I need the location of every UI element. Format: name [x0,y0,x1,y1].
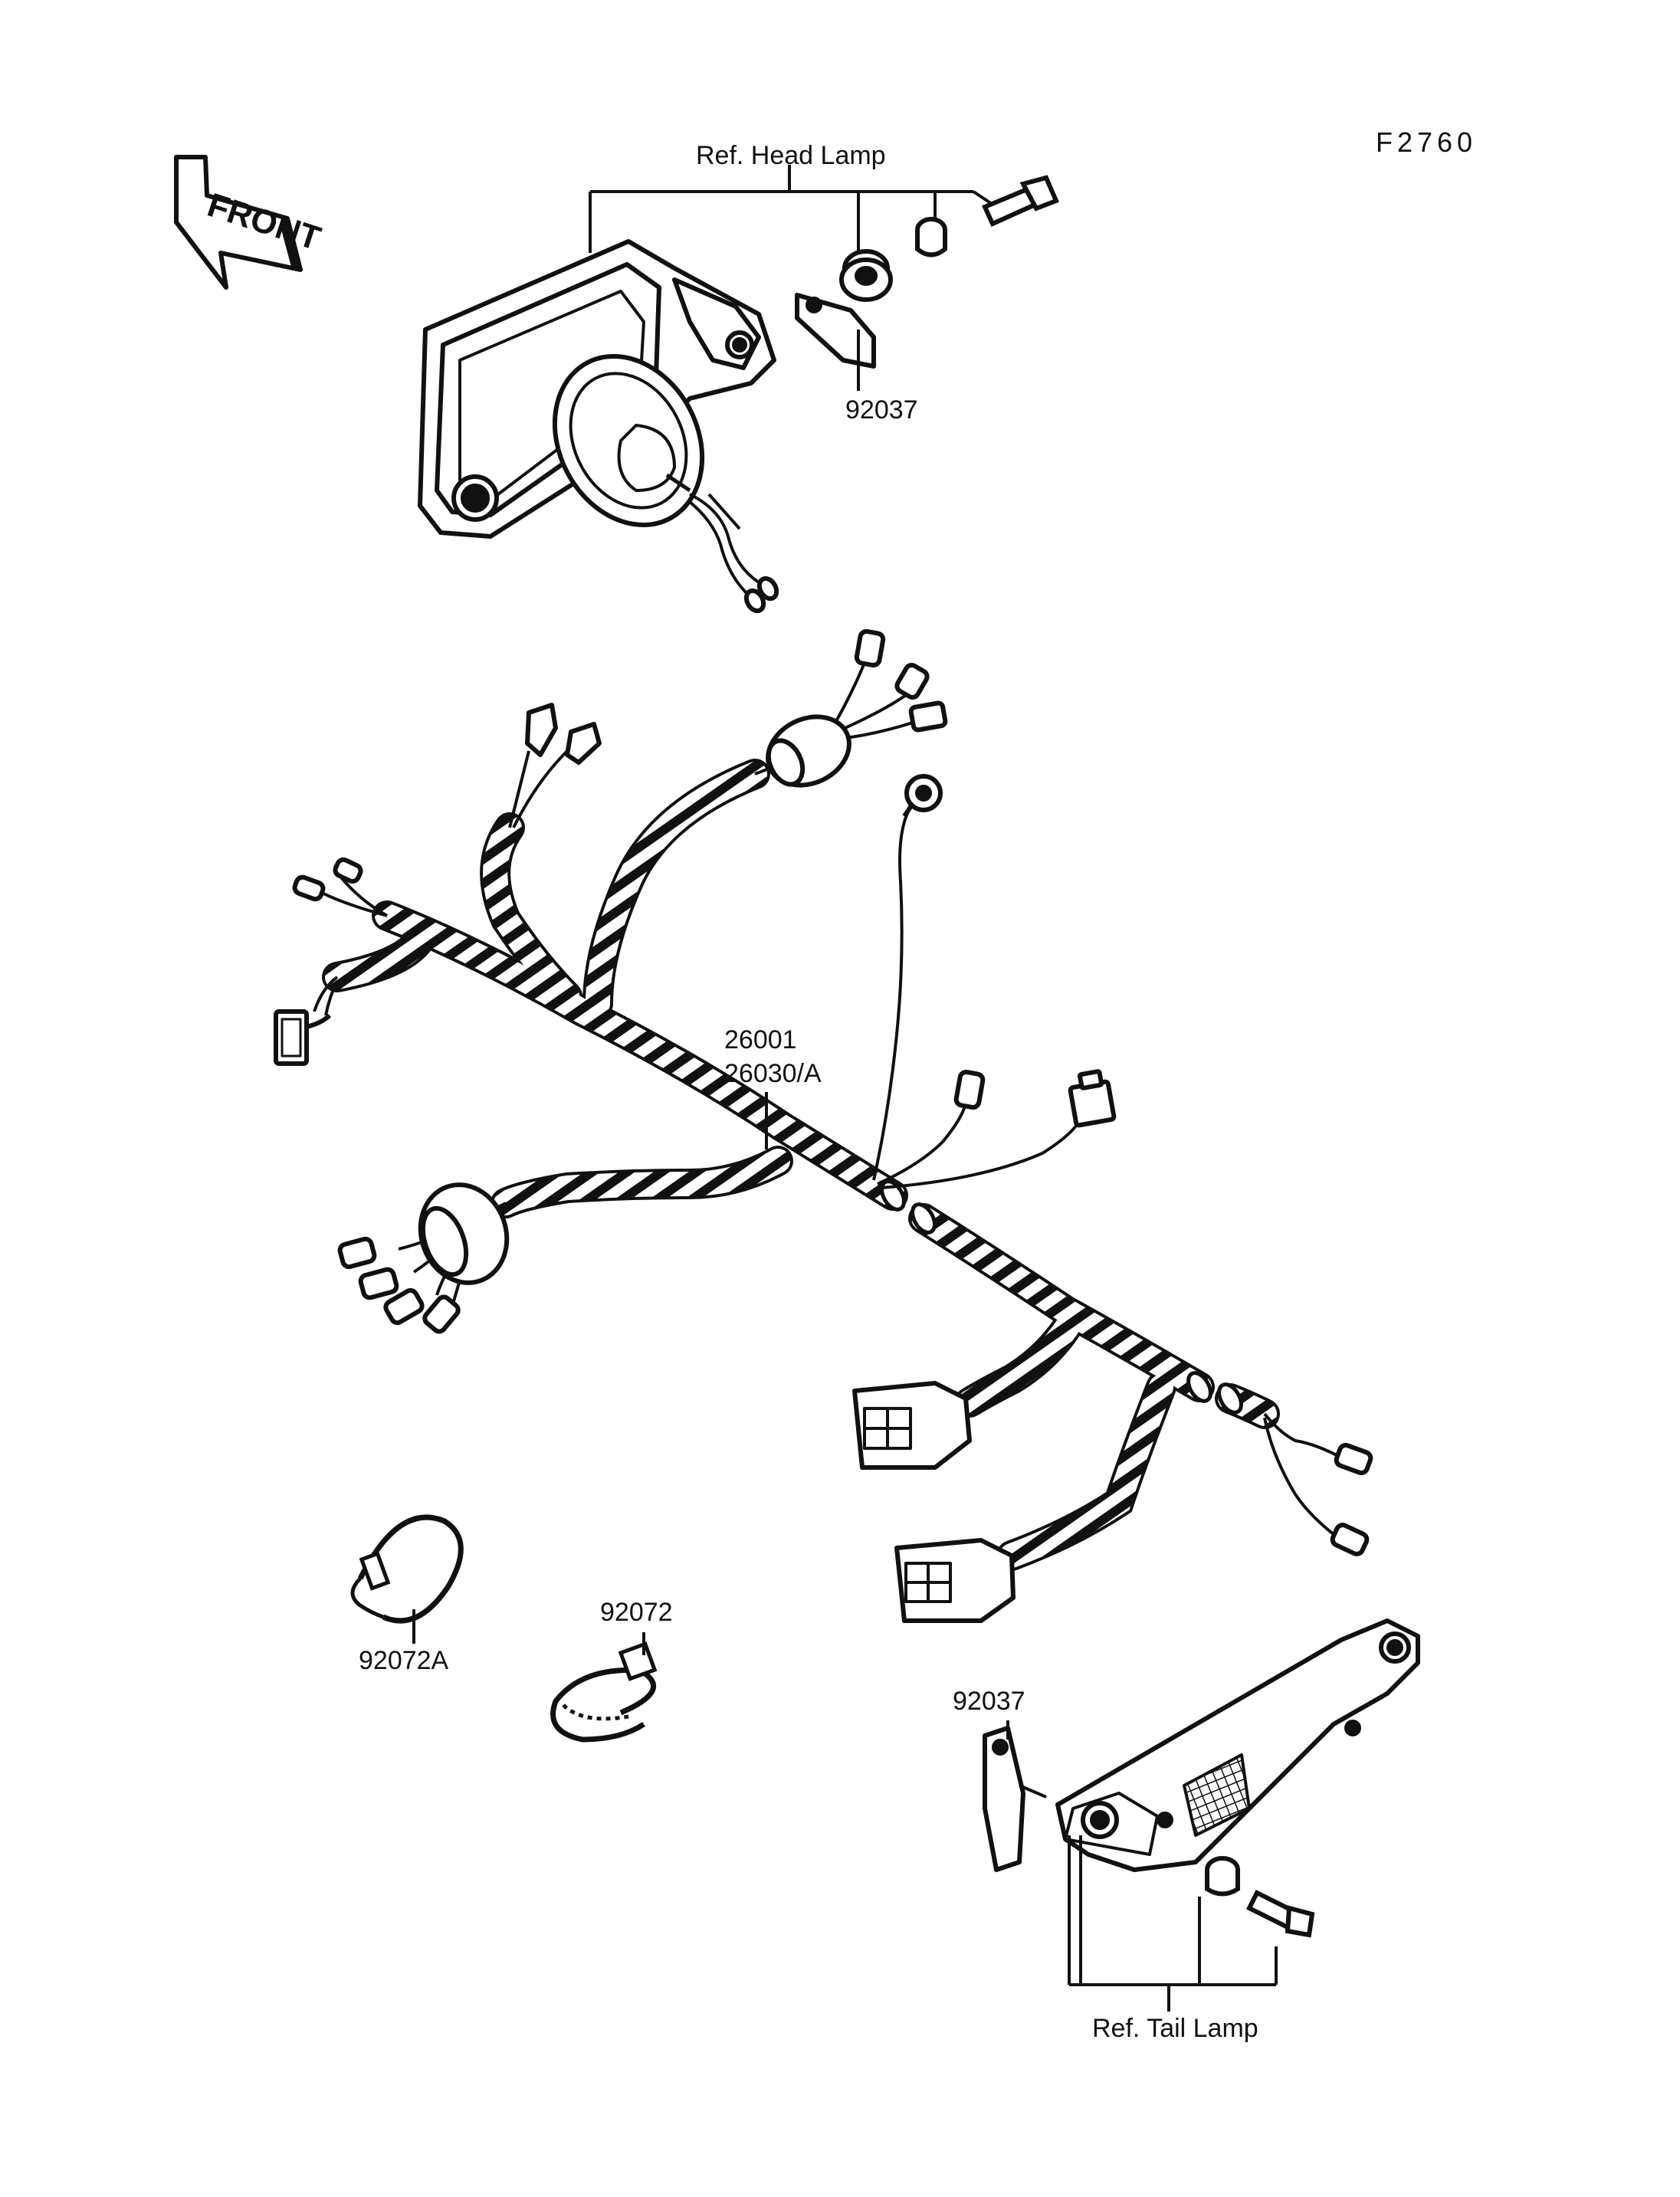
bolt-icon-bottom [1245,1889,1315,1938]
bracket-bottom-part-number: 92037 [953,1687,1025,1716]
head-lamp-ref-lines [589,165,998,253]
clamp-band-part-number: 92072 [600,1598,673,1627]
clamp-small-icon [350,1514,464,1624]
bracket-bottom-leader [1006,1720,1047,1799]
collar-icon [915,217,947,257]
front-arrow-icon: FRONT [174,155,325,290]
grommet-icon [839,249,893,302]
tail-lamp-ref-lines [1068,1835,1278,2012]
harness-connectors [274,628,1373,1623]
harness-wires [313,658,1346,1542]
bracket-bottom-icon [983,1726,1025,1872]
wire-harness-icon [322,759,1280,1571]
clamp-band-icon [550,1641,658,1743]
bracket-top-part-number: 92037 [845,395,918,425]
head-lamp-icon [418,239,779,614]
clamp-small-part-number: 92072A [359,1646,449,1675]
head-lamp-ref-label: Ref. Head Lamp [696,141,886,170]
bracket-top-icon [795,293,876,369]
bolt-icon [981,175,1059,227]
harness-part-number-1: 26001 [724,1025,797,1054]
harness-part-number-2: 26030/A [724,1059,822,1088]
tail-lamp-icon [1055,1618,1420,1872]
tail-lamp-ref-label: Ref. Tail Lamp [1092,2014,1258,2043]
collar-icon-bottom [1205,1856,1240,1897]
figure-code: F2760 [1376,126,1478,158]
